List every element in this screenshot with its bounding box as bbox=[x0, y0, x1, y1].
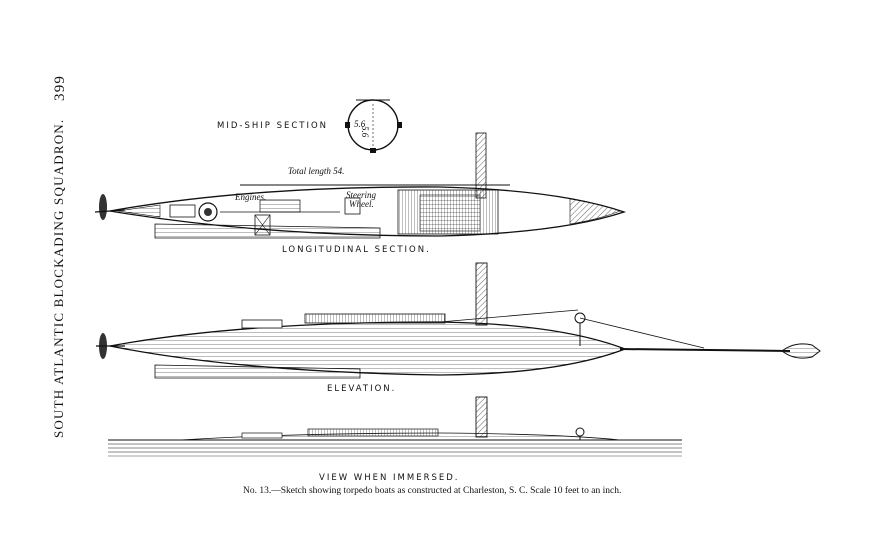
figure-caption: No. 13.—Sketch showing torpedo boats as … bbox=[243, 486, 622, 496]
total-length-note: Total length 54. bbox=[288, 166, 345, 176]
engines-note: Engines. bbox=[235, 192, 267, 202]
immersed-view-label: VIEW WHEN IMMERSED. bbox=[319, 473, 460, 483]
midship-dimension-width: 5.6 bbox=[354, 119, 366, 129]
elevation-label: ELEVATION. bbox=[327, 384, 397, 394]
steering-note-line1: Steering bbox=[346, 190, 376, 200]
midship-section-label: MID-SHIP SECTION bbox=[217, 121, 329, 131]
longitudinal-section-label: LONGITUDINAL SECTION. bbox=[282, 245, 431, 255]
steering-note-line2: Wheel. bbox=[349, 199, 374, 209]
